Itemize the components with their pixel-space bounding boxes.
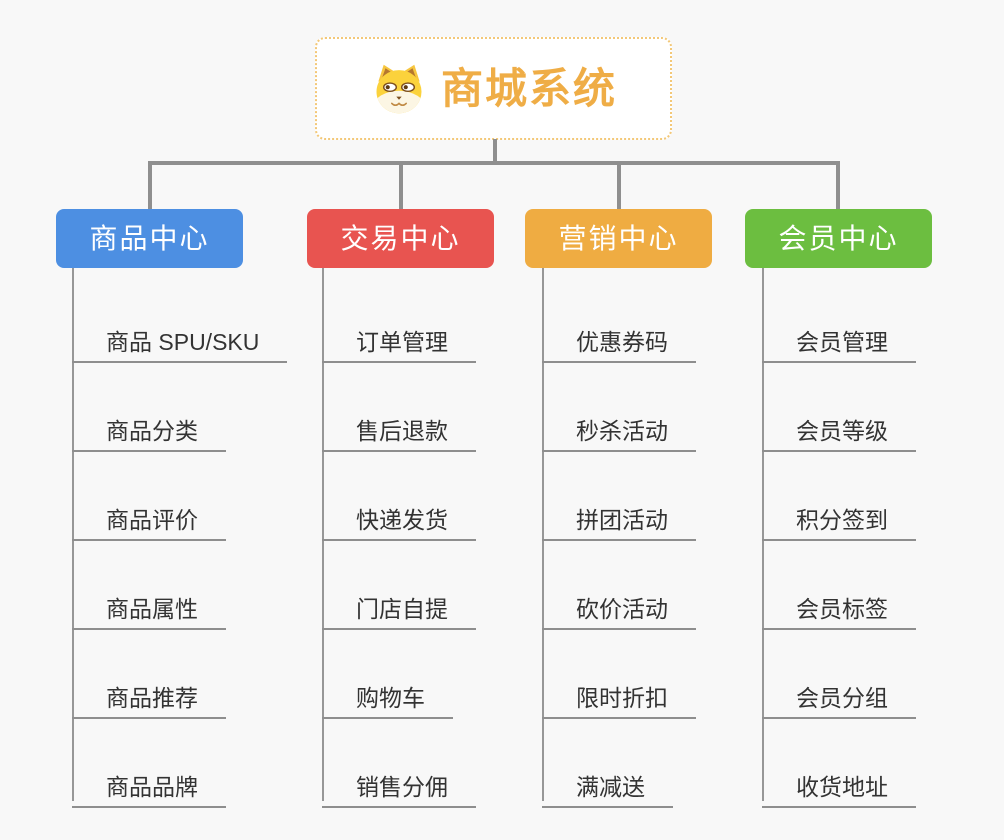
child-node[interactable]: 优惠券码 [542, 314, 696, 363]
child-node[interactable]: 积分签到 [762, 492, 916, 541]
child-node[interactable]: 收货地址 [762, 759, 916, 808]
child-node[interactable]: 商品 SPU/SKU [72, 314, 288, 363]
dog-face-icon [376, 64, 422, 113]
connector-child-spine [762, 268, 764, 801]
child-node[interactable]: 商品品牌 [72, 759, 226, 808]
child-node[interactable]: 商品评价 [72, 492, 226, 541]
child-node[interactable]: 会员标签 [762, 581, 916, 630]
branch-node[interactable]: 营销中心 [525, 209, 712, 268]
child-node[interactable]: 购物车 [322, 670, 453, 719]
child-node[interactable]: 满减送 [542, 759, 673, 808]
connector-child-spine [322, 268, 324, 801]
connector-root-vertical [493, 139, 497, 163]
connector-branch-vertical [399, 165, 403, 209]
child-node[interactable]: 秒杀活动 [542, 403, 696, 452]
child-node[interactable]: 销售分佣 [322, 759, 476, 808]
child-node[interactable]: 门店自提 [322, 581, 476, 630]
child-node[interactable]: 限时折扣 [542, 670, 696, 719]
root-title: 商城系统 [440, 64, 617, 112]
connector-branch-vertical [836, 165, 840, 209]
branch-node[interactable]: 会员中心 [745, 209, 932, 268]
child-node[interactable]: 会员分组 [762, 670, 916, 719]
connector-branch-vertical [148, 165, 152, 209]
connector-child-spine [72, 268, 74, 801]
child-node[interactable]: 商品分类 [72, 403, 226, 452]
child-node[interactable]: 售后退款 [322, 403, 476, 452]
branch-node[interactable]: 商品中心 [56, 209, 243, 268]
connector-horizontal [148, 161, 840, 165]
connector-child-spine [542, 268, 544, 801]
child-node[interactable]: 快递发货 [322, 492, 476, 541]
branch-node[interactable]: 交易中心 [307, 209, 494, 268]
child-node[interactable]: 会员等级 [762, 403, 916, 452]
child-node[interactable]: 砍价活动 [542, 581, 696, 630]
connector-branch-vertical [617, 165, 621, 209]
root-node[interactable]: 商城系统 [315, 37, 672, 140]
child-node[interactable]: 会员管理 [762, 314, 916, 363]
child-node[interactable]: 订单管理 [322, 314, 476, 363]
child-node[interactable]: 拼团活动 [542, 492, 696, 541]
child-node[interactable]: 商品属性 [72, 581, 226, 630]
child-node[interactable]: 商品推荐 [72, 670, 226, 719]
